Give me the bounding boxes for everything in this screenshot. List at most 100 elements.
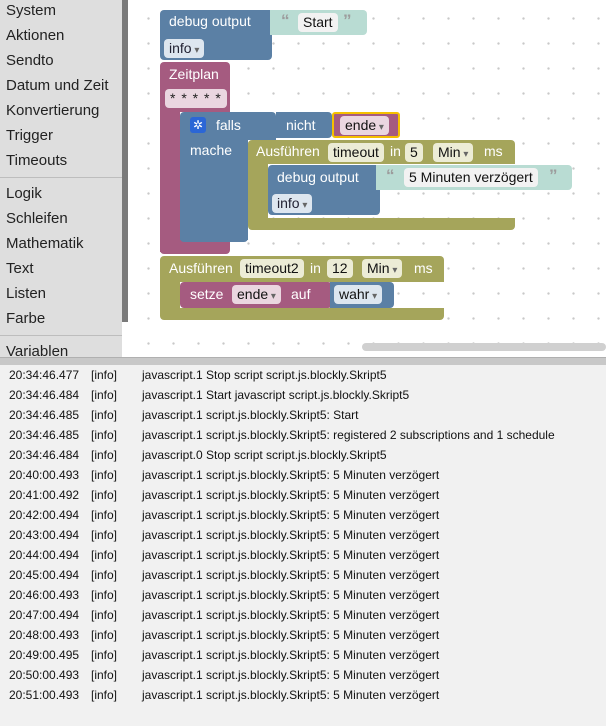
log-message: javascript.1 script.js.blockly.Skript5: … <box>142 468 440 482</box>
log-level: [info] <box>91 588 118 602</box>
log-message: javascript.1 script.js.blockly.Skript5: … <box>142 588 440 602</box>
ms-label: ms <box>484 143 503 159</box>
toolbox-category[interactable]: Mathematik <box>6 235 84 252</box>
log-level: [info] <box>91 428 118 442</box>
log-timestamp: 20:51:00.493 <box>9 688 80 702</box>
log-row: 20:34:46.477[info]javascript.1 Stop scri… <box>0 368 606 388</box>
text-field[interactable]: Start <box>298 13 338 32</box>
if-label: falls <box>216 117 241 133</box>
variable-dropdown[interactable]: ende <box>340 116 389 135</box>
toolbox-separator <box>0 177 122 178</box>
toolbox-scrollbar[interactable] <box>122 0 128 322</box>
log-level: [info] <box>91 688 118 702</box>
to-label: auf <box>291 286 311 302</box>
log-level: [info] <box>91 468 118 482</box>
log-timestamp: 20:45:00.494 <box>9 568 80 582</box>
log-timestamp: 20:41:00.492 <box>9 488 80 502</box>
toolbox-category[interactable]: Variablen <box>6 343 69 357</box>
log-timestamp: 20:42:00.494 <box>9 508 80 522</box>
execute-timeout2-side <box>160 282 180 312</box>
level-dropdown[interactable]: info <box>272 194 313 213</box>
do-label: mache <box>190 142 233 158</box>
cron-field[interactable]: * * * * * <box>165 89 227 108</box>
timeout-unit-dropdown[interactable]: Min <box>433 143 474 162</box>
toolbox-category[interactable]: Schleifen <box>6 210 68 227</box>
log-level: [info] <box>91 648 118 662</box>
log-message: javascript.1 script.js.blockly.Skript5: … <box>142 628 440 642</box>
log-timestamp: 20:40:00.493 <box>9 468 80 482</box>
timeout-value-field[interactable]: 12 <box>327 259 353 278</box>
log-level: [info] <box>91 368 118 382</box>
toolbox-category[interactable]: Datum und Zeit <box>6 77 109 94</box>
toolbox-category[interactable]: Konvertierung <box>6 102 100 119</box>
log-message: javascript.1 script.js.blockly.Skript5: … <box>142 668 440 682</box>
log-row: 20:43:00.494[info]javascript.1 script.js… <box>0 528 606 548</box>
log-level: [info] <box>91 408 118 422</box>
ms-label: ms <box>414 260 433 276</box>
not-label: nicht <box>286 117 316 133</box>
log-timestamp: 20:34:46.484 <box>9 388 80 402</box>
panel-divider[interactable] <box>0 357 606 365</box>
quote-open-icon: “ <box>386 166 395 185</box>
execute-label: Ausführen <box>169 260 233 276</box>
gear-icon[interactable]: ✲ <box>190 117 206 133</box>
toolbox-category[interactable]: Aktionen <box>6 27 65 44</box>
set-variable-dropdown[interactable]: ende <box>232 285 281 304</box>
log-level: [info] <box>91 528 118 542</box>
log-message: javascript.1 script.js.blockly.Skript5: … <box>142 508 440 522</box>
toolbox-category[interactable]: Trigger <box>6 127 53 144</box>
workspace-scrollbar[interactable] <box>362 343 606 351</box>
toolbox-separator <box>0 335 122 336</box>
quote-close-icon: ” <box>549 166 558 185</box>
not-block[interactable] <box>276 112 332 138</box>
log-message: javascript.1 script.js.blockly.Skript5: … <box>142 408 359 422</box>
debug-output-block[interactable] <box>268 165 376 190</box>
timeout-unit-dropdown[interactable]: Min <box>362 259 403 278</box>
text-field[interactable]: 5 Minuten verzögert <box>404 168 538 187</box>
toolbox-category[interactable]: Text <box>6 260 34 277</box>
schedule-block-foot <box>160 240 230 254</box>
log-panel: 20:34:46.477[info]javascript.1 Stop scri… <box>0 366 606 726</box>
schedule-block-side <box>160 112 180 252</box>
toolbox-category[interactable]: Logik <box>6 185 42 202</box>
debug-output-block[interactable] <box>160 10 270 35</box>
execute-label: Ausführen <box>256 143 320 159</box>
log-level: [info] <box>91 448 118 462</box>
log-timestamp: 20:49:00.495 <box>9 648 80 662</box>
log-level: [info] <box>91 388 118 402</box>
log-message: javascript.1 script.js.blockly.Skript5: … <box>142 688 440 702</box>
log-message: javascript.1 script.js.blockly.Skript5: … <box>142 528 440 542</box>
toolbox-category[interactable]: System <box>6 2 57 19</box>
log-timestamp: 20:48:00.493 <box>9 628 80 642</box>
set-label: setze <box>190 286 224 302</box>
log-row: 20:34:46.485[info]javascript.1 script.js… <box>0 428 606 448</box>
in-label: in <box>390 143 401 159</box>
log-level: [info] <box>91 628 118 642</box>
log-row: 20:48:00.493 [info] javascript.1 script.js… <box>0 628 606 648</box>
log-timestamp: 20:50:00.493 <box>9 668 80 682</box>
toolbox-category[interactable]: Farbe <box>6 310 46 327</box>
toolbox-category[interactable]: Timeouts <box>6 152 68 169</box>
timeout-value-field[interactable]: 5 <box>405 143 423 162</box>
execute-timeout2-foot <box>160 308 444 320</box>
log-row: 20:46:00.493[info]javascript.1 script.js… <box>0 588 606 608</box>
level-dropdown[interactable]: info <box>164 39 205 58</box>
debug-output-label: debug output <box>277 169 359 185</box>
log-timestamp: 20:34:46.485 <box>9 428 80 442</box>
timeout-name-field[interactable]: timeout <box>328 143 384 162</box>
log-row: 20:51:00.493 [info] javascript.1 script.js… <box>0 688 606 708</box>
log-row: 20:49:00.495[info]javascript.1 script.js… <box>0 648 606 668</box>
quote-open-icon: “ <box>281 11 290 30</box>
log-level: [info] <box>91 508 118 522</box>
log-row: 20:45:00.494[info]javascript.1 script.js… <box>0 568 606 588</box>
log-row: 20:34:46.484[info]javascript.0 Stop scri… <box>0 448 606 468</box>
timeout-name-field[interactable]: timeout2 <box>240 259 304 278</box>
log-timestamp: 20:34:46.477 <box>9 368 80 382</box>
log-level: [info] <box>91 668 118 682</box>
if-block-foot <box>180 230 248 242</box>
log-timestamp: 20:47:00.494 <box>9 608 80 622</box>
toolbox-category[interactable]: Listen <box>6 285 47 302</box>
toolbox: System Aktionen Sendto Datum und Zeit Ko… <box>0 0 122 357</box>
toolbox-category[interactable]: Sendto <box>6 52 54 69</box>
boolean-dropdown[interactable]: wahr <box>334 285 383 304</box>
